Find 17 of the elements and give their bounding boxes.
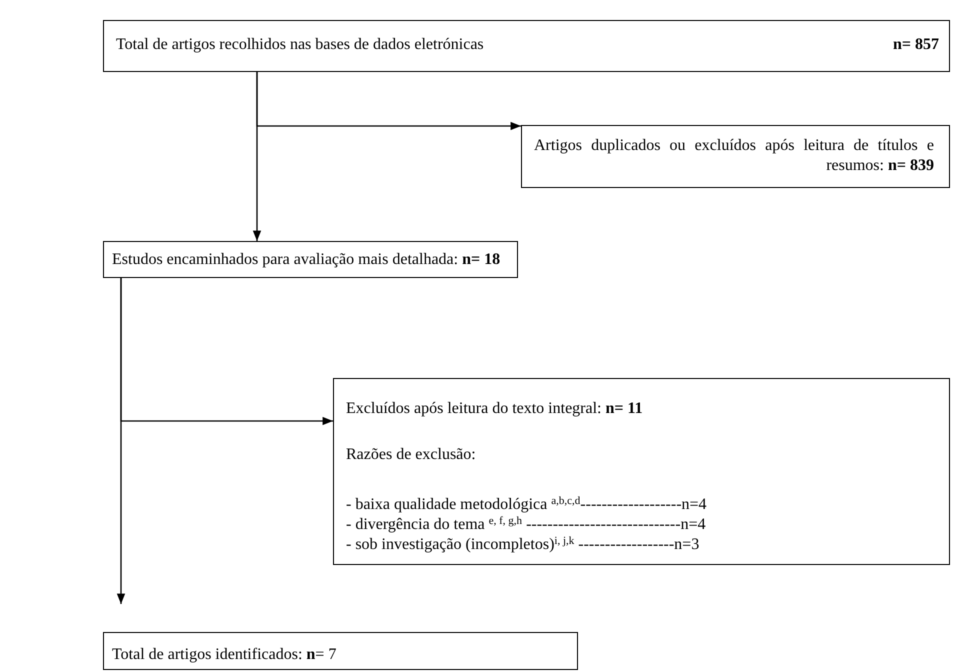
process-box: [103, 241, 518, 278]
box-text: Razões de exclusão:: [346, 445, 476, 465]
arrow: [256, 72, 521, 130]
box-text: - baixa qualidade metodológica $^{a,b,c,d}$-------------------n=4: [346, 495, 707, 515]
process-box: [521, 125, 950, 188]
process-box: [103, 20, 950, 72]
box-text: Estudos encaminhados para avaliação mais detalhada: n= 18: [112, 250, 500, 270]
box-text: Artigos duplicados ou excluídos após leitura de títulos e resumos: n= 839: [534, 136, 934, 176]
box-text: - divergência do tema $^{e, f, g,h}$ -----------------------------n=4: [346, 515, 706, 535]
box-text: Total de artigos recolhidos nas bases de dados eletrónicas: [116, 35, 484, 55]
process-box: [333, 378, 950, 565]
box-text: Excluídos após leitura do texto integral: n= 11: [346, 399, 643, 419]
box-text: n= 857: [892, 35, 939, 55]
box-text: Total de artigos identificados: n= 7: [112, 645, 336, 665]
arrow: [120, 278, 333, 426]
box-text: - sob investigação (incompletos)$^{i, j,k}$ ------------------n=3: [346, 535, 700, 555]
process-box: [103, 632, 578, 670]
